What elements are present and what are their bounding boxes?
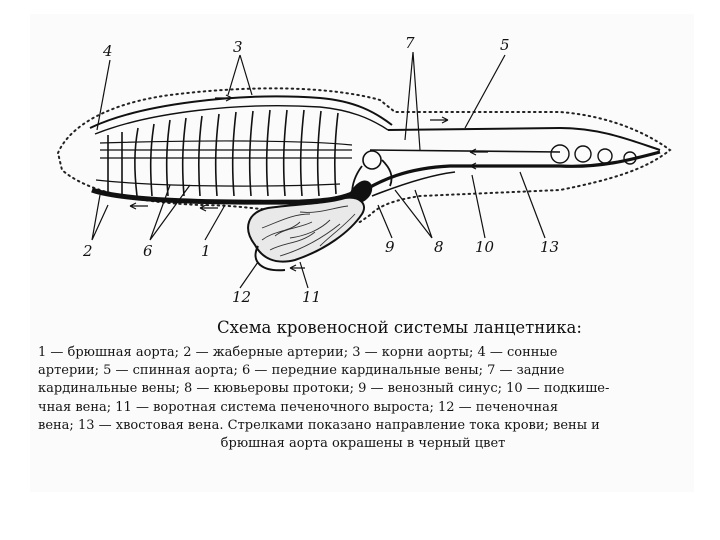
ventral-aorta bbox=[92, 190, 356, 202]
label-8: 8 bbox=[434, 238, 444, 256]
legend-line-2: артерии; 5 — спинная аорта; 6 — передние… bbox=[38, 362, 688, 380]
aorta-roots-arc-inner bbox=[95, 106, 388, 134]
posterior-cardinal-vein bbox=[370, 150, 560, 152]
label-9: 9 bbox=[385, 238, 395, 256]
lancelet-circulatory-diagram: 4 3 7 5 2 6 1 9 8 10 13 12 11 bbox=[0, 0, 720, 310]
legend-line-4: чная вена; 11 — воротная система печеноч… bbox=[38, 399, 688, 417]
label-5: 5 bbox=[500, 36, 510, 54]
label-3: 3 bbox=[233, 38, 243, 56]
legend-line-3: кардинальные вены; 8 — кювьеровы протоки… bbox=[38, 380, 688, 398]
label-10: 10 bbox=[475, 238, 495, 256]
legend-line-6: брюшная аорта окрашены в черный цвет bbox=[38, 435, 688, 453]
anterior-cardinal-vein bbox=[96, 180, 340, 186]
label-2: 2 bbox=[82, 242, 93, 260]
caption-title: Схема кровеносной системы ланцетника: bbox=[217, 318, 597, 337]
label-13: 13 bbox=[540, 238, 559, 256]
legend-line-5: вена; 13 — хвостовая вена. Стрелками пок… bbox=[38, 417, 688, 435]
dorsal-aorta bbox=[388, 128, 660, 150]
label-11: 11 bbox=[302, 288, 321, 306]
subintestinal-vein bbox=[372, 172, 455, 196]
caption-legend: 1 — брюшная аорта; 2 — жаберные артерии;… bbox=[38, 344, 688, 453]
cuvier-duct-loop bbox=[363, 151, 381, 169]
label-7: 7 bbox=[405, 34, 415, 52]
arch-loops bbox=[100, 141, 352, 158]
legend-line-1: 1 — брюшная аорта; 2 — жаберные артерии;… bbox=[38, 344, 688, 362]
label-4: 4 bbox=[102, 42, 113, 60]
label-6: 6 bbox=[143, 242, 153, 260]
label-12: 12 bbox=[232, 288, 251, 306]
label-1: 1 bbox=[201, 242, 211, 260]
liver-diverticulum bbox=[248, 198, 364, 262]
